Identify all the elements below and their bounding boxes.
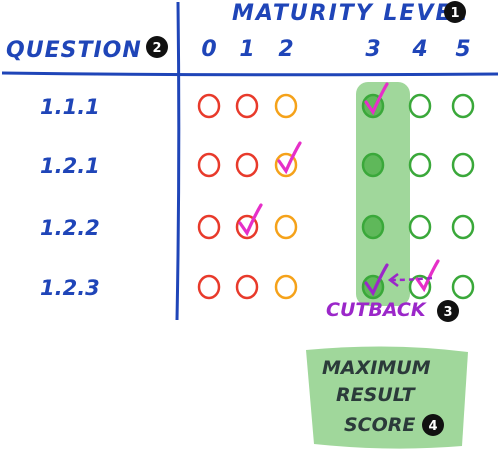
rating-circle bbox=[235, 274, 259, 300]
level-3-highlight bbox=[356, 82, 410, 306]
level-number-1: 1 bbox=[239, 37, 254, 62]
svg-text:1: 1 bbox=[450, 6, 459, 21]
level-number-5: 5 bbox=[455, 37, 470, 62]
question-label-1: 1.1.1 bbox=[40, 95, 100, 119]
rating-circle bbox=[197, 274, 221, 300]
rating-circles bbox=[197, 93, 475, 300]
header-divider-line bbox=[1, 71, 499, 77]
rating-circle bbox=[235, 93, 259, 119]
rating-circle bbox=[408, 152, 432, 178]
check-mark bbox=[364, 263, 389, 297]
svg-text:3: 3 bbox=[443, 305, 452, 320]
rating-circle bbox=[197, 214, 221, 240]
rating-circle bbox=[451, 93, 475, 119]
question-label-2: 1.2.1 bbox=[40, 154, 100, 178]
rating-circle bbox=[274, 214, 298, 240]
check-mark bbox=[415, 259, 440, 293]
rating-circle bbox=[235, 214, 259, 240]
badge-1: 1 bbox=[444, 1, 466, 23]
cutback-arrow bbox=[387, 273, 433, 287]
cutback-label: CUTBACK bbox=[326, 299, 427, 321]
rating-circle bbox=[235, 152, 259, 178]
rating-circle bbox=[451, 152, 475, 178]
level-number-0: 0 bbox=[201, 37, 216, 62]
score-box-line-3: SCORE bbox=[344, 414, 415, 436]
rating-circle bbox=[361, 214, 385, 240]
badge-3: 3 bbox=[437, 300, 459, 322]
rating-circle bbox=[451, 274, 475, 300]
check-mark bbox=[364, 82, 389, 116]
question-header: QUESTION bbox=[6, 38, 142, 63]
badge-2: 2 bbox=[146, 36, 168, 58]
maturity-level-header: MATURITY LEVEL bbox=[232, 1, 469, 26]
level-number-4: 4 bbox=[411, 37, 427, 62]
column-divider-line bbox=[175, 1, 181, 321]
rating-circle bbox=[197, 152, 221, 178]
check-mark bbox=[238, 203, 263, 237]
rating-circle bbox=[274, 93, 298, 119]
rating-circle bbox=[408, 214, 432, 240]
rating-circle bbox=[408, 274, 432, 300]
question-label-4: 1.2.3 bbox=[40, 276, 100, 300]
rating-circle bbox=[197, 93, 221, 119]
rating-circle bbox=[274, 274, 298, 300]
question-label-3: 1.2.2 bbox=[40, 216, 100, 240]
level-number-2: 2 bbox=[278, 37, 293, 62]
rating-circle bbox=[451, 214, 475, 240]
rating-circle bbox=[408, 93, 432, 119]
rating-circle bbox=[361, 152, 385, 178]
score-box-line-2: RESULT bbox=[336, 384, 417, 406]
badge-4: 4 bbox=[422, 414, 444, 436]
check-mark bbox=[277, 141, 302, 175]
svg-text:4: 4 bbox=[428, 419, 437, 434]
level-number-3: 3 bbox=[365, 37, 380, 62]
score-box-line-1: MAXIMUM bbox=[322, 357, 431, 379]
question-rows: 1.1.1 1.2.1 1.2.2 1.2.3 bbox=[40, 95, 100, 300]
svg-text:2: 2 bbox=[152, 41, 161, 56]
rating-circle bbox=[274, 152, 298, 178]
check-marks bbox=[238, 82, 440, 297]
